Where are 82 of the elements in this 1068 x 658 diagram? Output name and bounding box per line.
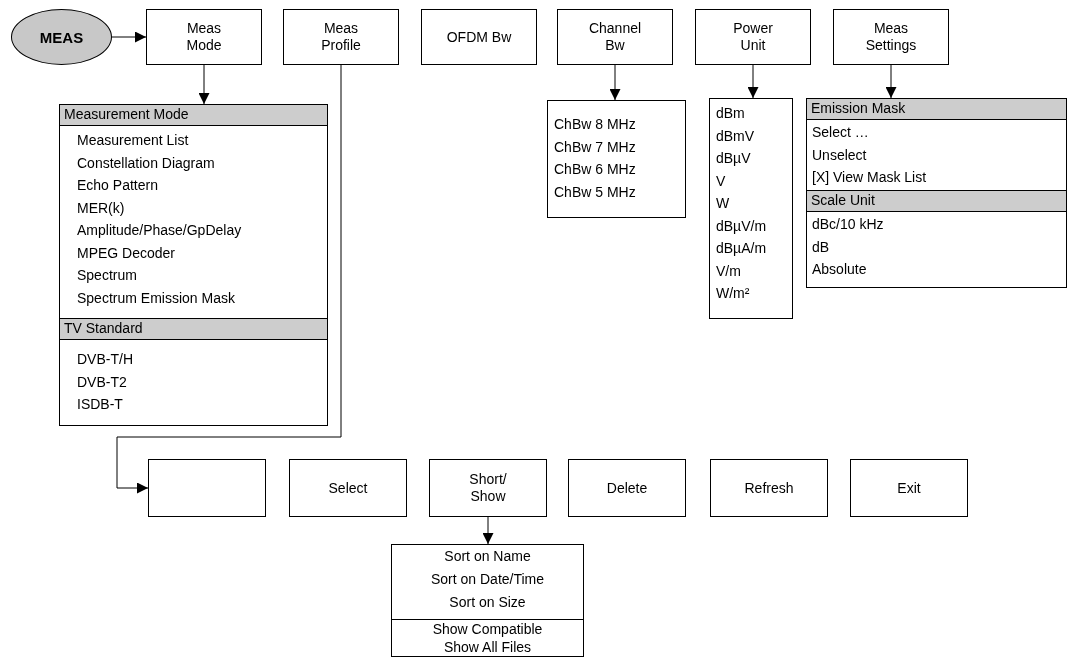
option-list bbox=[806, 211, 1067, 288]
option-item: W bbox=[716, 194, 731, 213]
key-label: Meas Settings bbox=[864, 20, 918, 54]
option-item: dBc/10 kHz bbox=[812, 215, 885, 234]
option-item: dBmV bbox=[716, 126, 756, 146]
softkey-box bbox=[695, 9, 811, 65]
option-item: Sort on Date/Time bbox=[429, 570, 546, 589]
option-list bbox=[806, 119, 1067, 191]
key-label: MEAS bbox=[39, 28, 84, 46]
softkey-box bbox=[421, 9, 537, 65]
softkey-box bbox=[557, 9, 673, 65]
option-item: ChBw 8 MHz bbox=[554, 115, 637, 134]
softkey-box bbox=[283, 9, 399, 65]
section-title: Emission Mask bbox=[811, 99, 907, 118]
key-label: Select bbox=[327, 479, 369, 497]
softkey-box bbox=[289, 459, 407, 517]
option-item: ISDB-T bbox=[77, 395, 124, 414]
softkey-box bbox=[146, 9, 262, 65]
key-label: OFDM Bw bbox=[445, 28, 513, 46]
option-item: dBm bbox=[716, 104, 746, 123]
arrow bbox=[609, 64, 621, 101]
menu-section-header bbox=[806, 190, 1067, 212]
arrow bbox=[111, 31, 147, 43]
option-item: dBµV bbox=[716, 149, 752, 168]
option-item: Absolute bbox=[812, 260, 868, 279]
option-item: dB bbox=[812, 237, 831, 257]
option-item: Measurement List bbox=[77, 131, 190, 150]
arrow bbox=[116, 64, 342, 494]
key-label: Exit bbox=[896, 479, 922, 497]
option-item: Unselect bbox=[812, 145, 868, 165]
option-item: MPEG Decoder bbox=[77, 243, 177, 263]
key-label: Channel Bw bbox=[587, 20, 643, 54]
option-item: V bbox=[716, 171, 727, 191]
option-item: Sort on Name bbox=[443, 547, 532, 566]
option-list bbox=[391, 544, 584, 620]
option-list bbox=[547, 100, 686, 218]
section-title: Measurement Mode bbox=[64, 105, 190, 124]
option-item: Show All Files bbox=[442, 638, 533, 656]
option-item: [X] View Mask List bbox=[812, 168, 928, 187]
option-item: V/m bbox=[716, 261, 742, 281]
softkey-box bbox=[850, 459, 968, 517]
option-list bbox=[59, 339, 328, 426]
option-item: ChBw 5 MHz bbox=[554, 182, 637, 202]
softkey-box bbox=[148, 459, 266, 517]
arrow bbox=[482, 516, 494, 545]
option-item: Echo Pattern bbox=[77, 176, 159, 195]
option-item: dBµA/m bbox=[716, 239, 768, 258]
section-title: TV Standard bbox=[64, 319, 144, 338]
arrow bbox=[198, 64, 210, 105]
key-label: Delete bbox=[605, 479, 649, 497]
menu-section-header bbox=[59, 318, 328, 340]
key-label: Power Unit bbox=[732, 20, 774, 54]
option-item: dBµV/m bbox=[716, 216, 768, 236]
arrow bbox=[885, 64, 897, 99]
option-item: Sort on Size bbox=[448, 593, 527, 612]
menu-section-header bbox=[59, 104, 328, 126]
key-label: Meas Profile bbox=[320, 20, 362, 54]
softkey-box bbox=[833, 9, 949, 65]
section-title: Scale Unit bbox=[811, 191, 876, 210]
option-item: Constellation Diagram bbox=[77, 153, 216, 173]
key-label: Short/ Show bbox=[468, 471, 508, 505]
softkey-box bbox=[429, 459, 547, 517]
option-item: Amplitude/Phase/GpDelay bbox=[77, 221, 243, 240]
option-item: Spectrum bbox=[77, 266, 138, 285]
option-item: Select … bbox=[812, 123, 870, 142]
option-item: Show Compatible bbox=[431, 620, 544, 638]
option-item: DVB-T2 bbox=[77, 372, 128, 392]
softkey-box bbox=[568, 459, 686, 517]
menu-section-header bbox=[806, 98, 1067, 120]
option-list bbox=[59, 125, 328, 319]
key-label: Meas Mode bbox=[185, 20, 223, 54]
arrow bbox=[747, 64, 759, 99]
option-item: W/m² bbox=[716, 284, 751, 303]
option-list bbox=[391, 619, 584, 657]
option-list bbox=[709, 98, 793, 319]
option-item: ChBw 6 MHz bbox=[554, 160, 637, 179]
option-item: MER(k) bbox=[77, 198, 126, 218]
option-item: ChBw 7 MHz bbox=[554, 137, 637, 157]
softkey-box bbox=[710, 459, 828, 517]
option-item: DVB-T/H bbox=[77, 350, 134, 369]
option-item: Spectrum Emission Mask bbox=[77, 288, 236, 308]
key-label: Refresh bbox=[743, 479, 795, 497]
